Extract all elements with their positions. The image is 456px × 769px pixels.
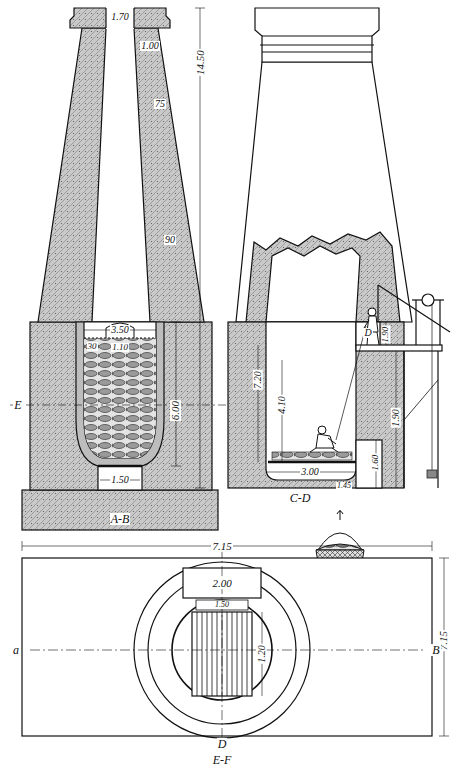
lower-block — [30, 322, 212, 490]
grate-bar — [237, 612, 238, 696]
dimension-label: 6.00 — [171, 399, 182, 420]
rope — [432, 304, 433, 470]
dimension-label: 1.00 — [140, 41, 160, 51]
cutaway-interior — [266, 246, 360, 322]
dimension-label: 75 — [154, 99, 166, 109]
grate-bar — [207, 612, 208, 696]
ash-pit — [98, 466, 142, 490]
grate-bar — [242, 612, 243, 696]
section-a-b — [10, 7, 230, 530]
dimension-label: 1.70 — [110, 12, 130, 22]
dimension-label: 90 — [164, 235, 176, 245]
dimension-label: E-F — [212, 754, 233, 766]
dimension-label: 1.50 — [110, 475, 130, 485]
dimension-label: 1.90 — [391, 408, 401, 428]
dimension-label: 1.20 — [257, 644, 267, 664]
dimension-label: B — [431, 644, 440, 656]
arch — [106, 323, 134, 338]
grate-bar — [197, 612, 198, 696]
plan-outline — [22, 558, 432, 736]
dimension-label: D — [217, 738, 228, 750]
grate-bar — [217, 612, 218, 696]
chimney-wall — [38, 28, 204, 322]
dimension-label: 3.00 — [300, 467, 320, 477]
charge — [84, 338, 156, 460]
dimension-label: 1.45 — [336, 482, 352, 490]
cutaway-wall — [246, 232, 400, 322]
chimney-cornice — [255, 8, 379, 62]
grate-bar — [227, 612, 228, 696]
view-c-d — [228, 8, 450, 488]
dimension-label: A-B — [110, 513, 131, 525]
dimension-label: 7.15 — [211, 541, 232, 552]
dimension-label: 30 — [87, 342, 98, 351]
foundation-slab — [22, 490, 218, 530]
rope — [336, 326, 366, 440]
dimension-label: 1.90 — [382, 325, 391, 343]
dimension-lines — [10, 8, 230, 488]
dimension-label: 2.00 — [211, 578, 232, 589]
grate-bar — [247, 612, 248, 696]
dimension-label: 4.10 — [277, 395, 287, 415]
dimension-label: C-D — [289, 492, 312, 504]
grate-bar — [232, 612, 233, 696]
dimension-label: E — [13, 399, 22, 411]
dimension-label: 7.20 — [253, 370, 263, 390]
platform — [356, 345, 442, 351]
flue — [92, 28, 150, 322]
grate-bar — [202, 612, 203, 696]
dimension-label: 1.60 — [372, 453, 381, 471]
worker — [364, 308, 379, 345]
dimension-label: D — [363, 328, 372, 338]
dimension-label: 14.50 — [195, 49, 206, 76]
dimension-lines — [258, 322, 396, 488]
dimension-label: 3.50 — [110, 325, 130, 335]
kiln-chamber — [266, 322, 356, 480]
chimney-cap — [70, 8, 170, 28]
dimension-label: 1.10 — [111, 343, 129, 352]
grate-bar — [212, 612, 213, 696]
plan-e-f — [22, 541, 449, 740]
dimension-label: a — [12, 644, 20, 656]
chamber-lining — [76, 322, 164, 466]
worker — [310, 426, 338, 452]
dimension-label: 1.50 — [214, 601, 230, 609]
center-lines — [22, 541, 449, 740]
draw-door — [356, 440, 382, 488]
chimney-exterior — [236, 62, 412, 322]
